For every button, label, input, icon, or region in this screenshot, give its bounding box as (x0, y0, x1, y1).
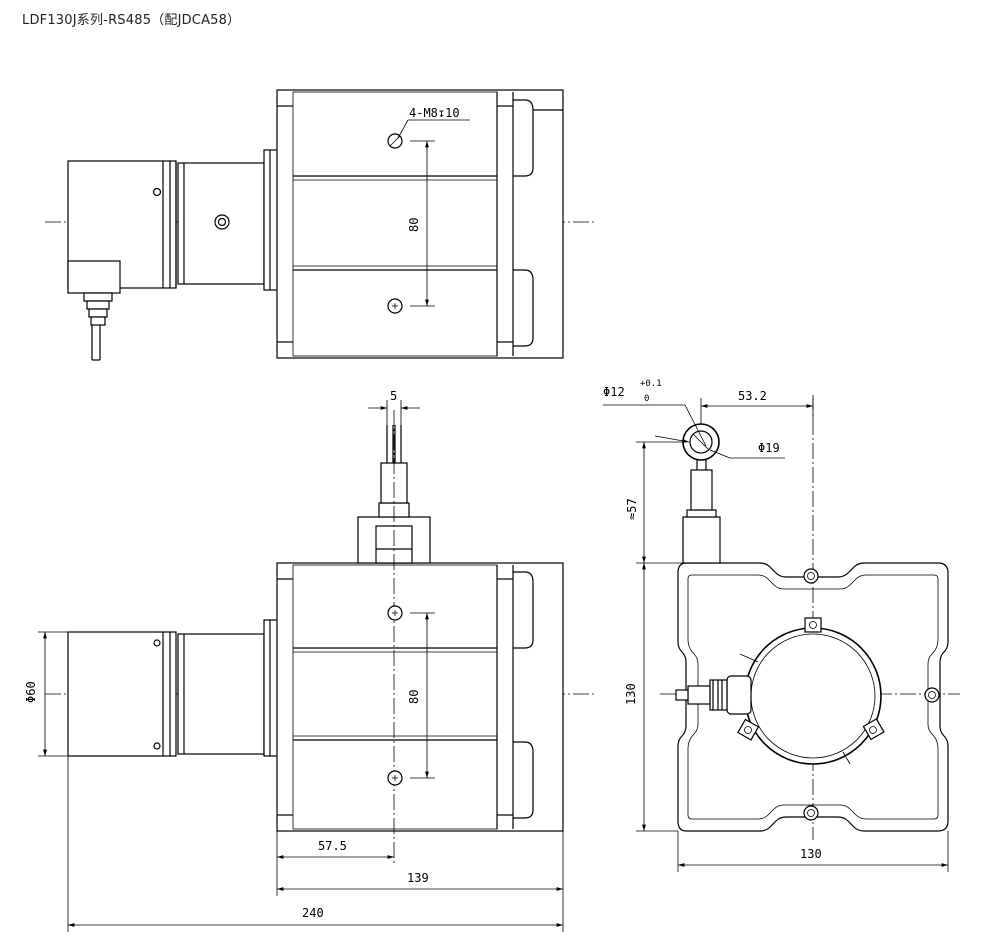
eye-offset-label: 53.2 (738, 389, 767, 403)
eye-outer-label: Φ19 (758, 441, 780, 455)
front-encoder-body (67, 631, 177, 757)
side-encoder-circle (744, 627, 882, 765)
side-width-label: 130 (800, 847, 822, 861)
side-screw-top (803, 568, 819, 584)
side-height-label: 130 (624, 683, 638, 705)
total-length-label: 240 (302, 906, 324, 920)
top-spacing-label: 80 (407, 218, 421, 232)
top-connector-box (67, 260, 121, 294)
top-view: 4-M8↧10 80 (45, 89, 595, 361)
top-screw (152, 187, 162, 197)
front-spacing-label: 80 (407, 690, 421, 704)
encoder-diameter-label: Φ60 (24, 681, 38, 703)
top-housing (276, 89, 564, 359)
eye-inner-label: Φ12 (603, 385, 625, 399)
body-length-label: 139 (407, 871, 429, 885)
side-tab-top (804, 617, 822, 633)
side-view: Φ12 +0.1 0 Φ19 53.2 ≈57 130 130 (603, 379, 960, 872)
eye-height-label: ≈57 (625, 498, 639, 520)
eye-tolerance-lower: 0 (644, 394, 649, 404)
cable-width-label: 5 (390, 389, 397, 403)
side-screw-bottom (803, 805, 819, 821)
hole-spec-label: 4-M8↧10 (409, 106, 460, 120)
front-housing (276, 562, 564, 832)
top-shaft-screw (214, 214, 230, 230)
side-cable-exit (682, 516, 721, 564)
page-title: LDF130J系列-RS485（配JDCA58） (22, 13, 241, 28)
side-screw-right (924, 687, 940, 703)
eye-tolerance-upper: +0.1 (640, 379, 662, 389)
hole-offset-label: 57.5 (318, 839, 347, 853)
front-view: 5 80 Φ60 57.5 139 240 (24, 389, 595, 932)
